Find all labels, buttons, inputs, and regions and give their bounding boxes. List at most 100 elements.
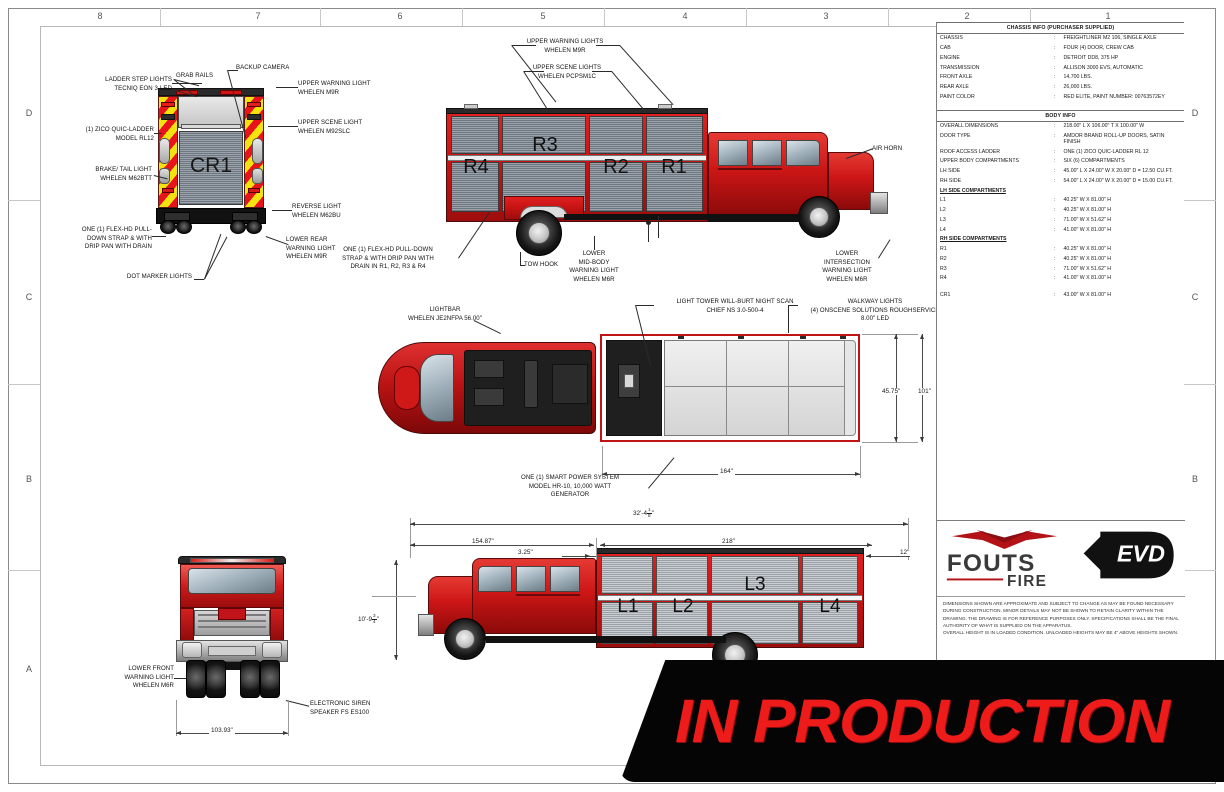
leader-line: [152, 236, 166, 237]
leader-line: [268, 126, 298, 127]
zone-col-6: 6: [397, 11, 403, 21]
zone-row-A-left: A: [25, 664, 32, 674]
zone-col-7: 7: [255, 11, 261, 21]
zone-row-C-right: C: [1191, 292, 1199, 302]
frame-tick: [888, 8, 889, 26]
leader-line: [520, 252, 521, 266]
sheet-border-outer: [8, 8, 1216, 784]
frame-tick: [746, 8, 747, 26]
dimension-arrow: [600, 543, 605, 547]
chassis-info-title: CHASSIS INFO (PURCHASER SUPPLIED): [937, 21, 1184, 35]
logo-block: FOUTS FIRE EVD: [937, 520, 1185, 594]
table-row: CR1:43.00" W X 81.00" H: [940, 292, 1111, 299]
frame-tick: [8, 384, 40, 385]
svg-text:FIRE: FIRE: [1007, 573, 1047, 589]
dimension-arrow: [585, 554, 590, 558]
dimension-arrow: [602, 472, 607, 476]
rh-compartments-table: RH SIDE COMPARTMENTS R1:40.25" W X 81.00…: [937, 235, 1184, 301]
annotation-dot-marker-lights: DOT MARKER LIGHTS: [126, 273, 192, 280]
dimension-body-length-top: 164": [718, 468, 735, 475]
dimension-line: [562, 556, 606, 557]
zone-row-C-left: C: [25, 292, 33, 302]
dimension-gap: 3.25": [516, 549, 535, 556]
compartment-label-r3: R3: [532, 134, 558, 156]
rh-side-view-drawing: R4 R3 R2 R1: [446, 96, 896, 256]
table-row: R4:41.00" W X 81.00" H: [940, 275, 1111, 282]
svg-text:EVD: EVD: [1117, 541, 1165, 567]
lh-compartments-title: LH SIDE COMPARTMENTS: [940, 187, 1006, 194]
dimension-rear-overhang: 12": [898, 549, 912, 556]
frame-tick: [462, 8, 463, 26]
annotation-tow-hook: TOW HOOK: [524, 261, 559, 268]
table-row: R3:71.00" W X 51.62" H: [940, 265, 1111, 272]
extension-line: [596, 538, 597, 560]
dimension-line: [396, 560, 397, 660]
frame-tick: [604, 8, 605, 26]
table-spacer: [937, 103, 1184, 110]
extension-line: [862, 442, 918, 443]
dimension-arrow: [920, 334, 924, 339]
zone-col-1: 1: [1105, 11, 1111, 21]
compartment-label-l1: L1: [617, 596, 639, 617]
dimension-arrow: [394, 655, 398, 660]
leader-line: [512, 45, 536, 46]
zone-col-4: 4: [682, 11, 688, 21]
top-view-drawing: [378, 330, 878, 448]
table-row: ENGINE:DETROIT DD8, 375 HP: [940, 54, 1119, 61]
frame-tick: [1030, 8, 1031, 26]
rh-compartments-title: RH SIDE COMPARTMENTS: [940, 236, 1007, 243]
zone-col-3: 3: [823, 11, 829, 21]
rear-rollup-door: [179, 131, 243, 205]
zone-row-A-right: A: [1191, 664, 1198, 674]
zone-row-B-right: B: [1191, 474, 1198, 484]
table-row: RH SIDE:54.00" L X 24.00" W X 20.00" D =…: [940, 177, 1173, 184]
table-row: ROOF ACCESS LADDER:ONE (1) ZICO QUIC-LAD…: [940, 148, 1149, 155]
table-row: L4:41.00" W X 81.00" H: [940, 226, 1111, 233]
table-spacer: [937, 284, 1184, 291]
dimension-arrow: [410, 543, 415, 547]
body-info-table: BODY INFO OVERALL DIMENSIONS:218.00" L X…: [937, 109, 1184, 187]
dimension-arrow: [283, 731, 288, 735]
annotation-backup-camera: BACKUP CAMERA: [236, 64, 290, 71]
leader-line: [788, 305, 789, 333]
extension-line: [288, 700, 289, 736]
extension-line: [372, 596, 416, 597]
dimension-arrow: [903, 522, 908, 526]
disclaimer-text: DIMENSIONS SHOWN ARE APPROXIMATE AND SUB…: [937, 596, 1185, 639]
dimension-line: [410, 545, 594, 546]
dimension-line: [866, 556, 910, 557]
dimension-body-length: 218": [720, 538, 737, 545]
fouts-logo-svg: FOUTS FIRE: [946, 529, 1057, 590]
dimension-arrow: [855, 472, 860, 476]
extension-line: [860, 446, 861, 478]
compartment-label-r1: R1: [661, 156, 687, 178]
compartment-label-l3: L3: [744, 574, 766, 595]
annotation-air-horn: AIR HORN: [872, 145, 903, 152]
evd-logo-svg: EVD: [1083, 531, 1174, 579]
rear-view-drawing: CR1: [146, 88, 276, 248]
table-row: DOOR TYPE:AMDOR BRAND ROLL-UP DOORS, SAT…: [940, 132, 1165, 145]
zone-row-D-left: D: [25, 108, 33, 118]
annotation-grab-rails: GRAB RAILS: [176, 72, 214, 79]
extension-line: [908, 518, 909, 560]
table-row: FRONT AXLE:14,700 LBS.: [940, 74, 1093, 81]
fouts-fire-logo: FOUTS FIRE: [943, 527, 1071, 590]
zone-row-B-left: B: [25, 474, 32, 484]
frame-tick: [8, 570, 40, 571]
frame-tick: [320, 8, 321, 26]
leader-line: [788, 305, 798, 306]
lightbar-top: [394, 366, 420, 410]
dimension-overall-width: 103.93": [209, 727, 235, 734]
extension-line: [602, 446, 603, 478]
dimension-arrow: [894, 437, 898, 442]
dimension-cab-length: 154.87": [470, 538, 496, 545]
zone-col-5: 5: [540, 11, 546, 21]
